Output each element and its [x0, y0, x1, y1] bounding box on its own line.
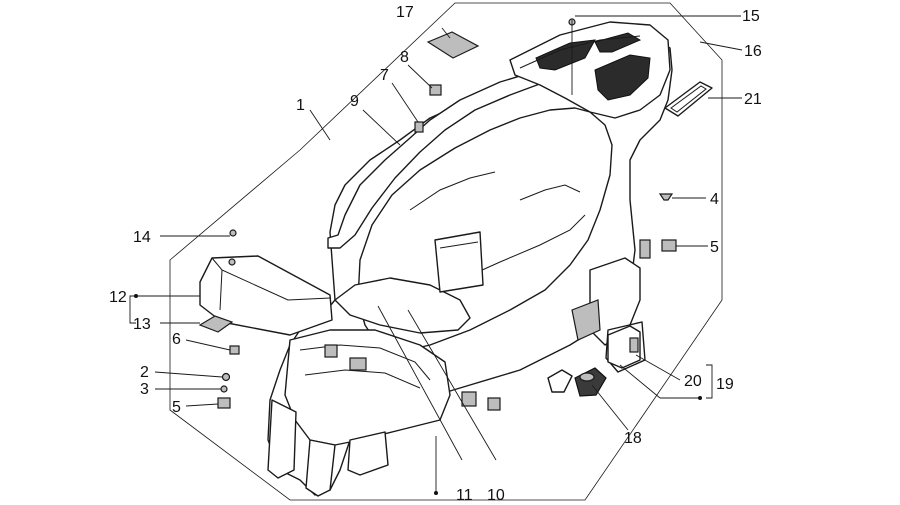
leader-dot [134, 294, 138, 298]
callout-16: 16 [744, 43, 762, 60]
callout-1: 1 [296, 97, 305, 114]
callout-2: 2 [140, 364, 149, 381]
callout-18: 18 [624, 430, 642, 447]
callout-5-right: 5 [710, 239, 719, 256]
callout-17: 17 [396, 4, 414, 21]
seat-grille [509, 21, 671, 119]
nut [429, 84, 442, 96]
callout-19: 19 [716, 376, 734, 393]
power-socket [547, 367, 607, 397]
callout-20: 20 [684, 373, 702, 390]
callout-7: 7 [380, 67, 389, 84]
callout-11: 11 [456, 487, 473, 504]
callout-5-left: 5 [172, 399, 181, 416]
callout-12: 12 [109, 289, 127, 306]
screw-lid [229, 229, 237, 237]
assembly-frame [169, 2, 723, 501]
leader-dot [698, 396, 702, 400]
screw-2 [221, 372, 231, 382]
callout-21: 21 [744, 91, 762, 108]
screw-side [658, 193, 674, 201]
callout-labels: 1 2 3 4 5 5 6 7 8 9 10 11 12 13 14 15 16… [109, 4, 762, 504]
clip-right [661, 239, 677, 252]
callout-15: 15 [742, 8, 760, 25]
callout-13: 13 [133, 316, 151, 333]
gasket-ring [664, 81, 713, 117]
small-pad [198, 315, 234, 333]
callout-10: 10 [487, 487, 505, 504]
sticker [426, 31, 480, 59]
callout-4: 4 [710, 191, 719, 208]
callout-14: 14 [133, 229, 151, 246]
washer-3 [220, 385, 228, 393]
callout-9: 9 [350, 93, 359, 110]
leader-lines [129, 15, 743, 492]
callout-8: 8 [400, 49, 409, 66]
rubber-pocket [434, 231, 484, 293]
leader-dot [434, 491, 438, 495]
callout-3: 3 [140, 381, 149, 398]
clip-left [217, 397, 231, 409]
switch-block [607, 325, 641, 369]
screw [414, 121, 424, 133]
battery-lid [199, 255, 333, 336]
clip-6 [229, 345, 240, 355]
callout-6: 6 [172, 331, 181, 348]
seat-pad [334, 277, 471, 334]
